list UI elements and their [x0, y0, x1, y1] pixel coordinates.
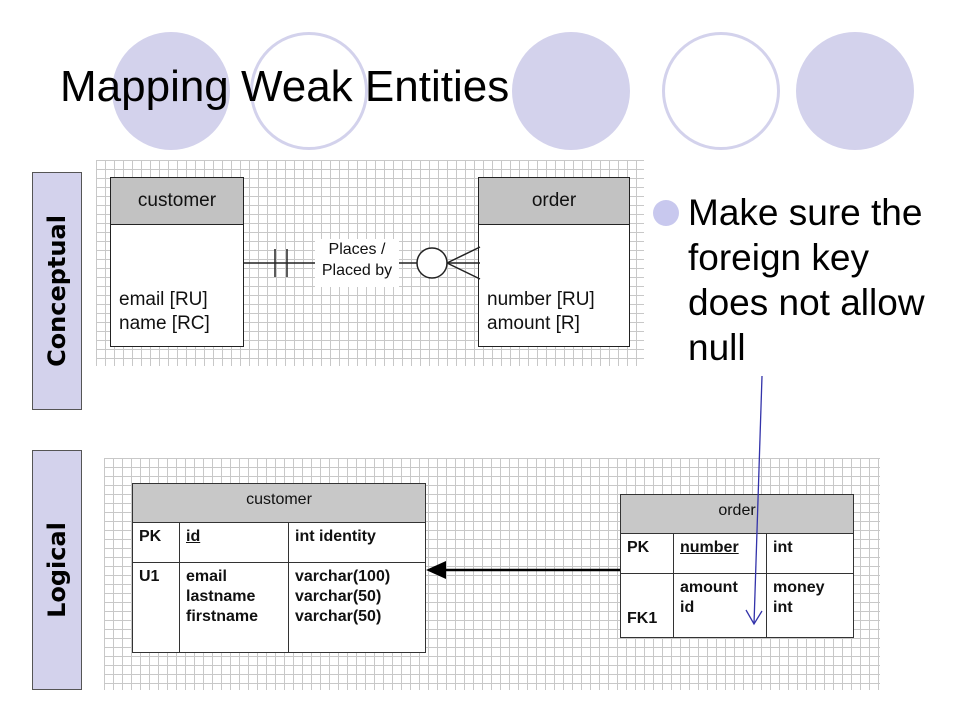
relationship-label-2: Placed by [321, 262, 393, 279]
logical-order-header: order [620, 494, 854, 534]
order-attr-amount: amount [R] [487, 313, 580, 334]
decor-circle-3 [512, 32, 630, 150]
cust-type-email: varchar(100) [295, 568, 391, 585]
logical-label-text: Logical [43, 522, 71, 618]
decor-circle-5 [796, 32, 914, 150]
cust-u1-cols: email lastname firstname [179, 562, 289, 653]
conceptual-customer-entity: customer [110, 177, 244, 347]
order-fk-key: FK1 [620, 573, 674, 638]
cust-pk-type: int identity [288, 522, 426, 563]
order-fk-cols: amount id [673, 573, 767, 638]
relationship-label-1: Places / [328, 241, 386, 258]
cust-type-firstname: varchar(50) [295, 608, 382, 625]
order-fk1-text: FK1 [627, 610, 658, 627]
order-col-amount: amount [680, 579, 738, 596]
logical-customer-header: customer [132, 483, 426, 523]
cust-u1-types: varchar(100) varchar(50) varchar(50) [288, 562, 426, 653]
decor-circle-4 [662, 32, 780, 150]
cust-col-email: email [186, 568, 227, 585]
annotation-arrow [745, 375, 763, 626]
logical-customer-table: customer PK id int identity U1 email las… [132, 483, 426, 653]
order-col-id: id [680, 599, 695, 616]
cust-u1-key: U1 [132, 562, 180, 653]
cust-pk-key: PK [132, 522, 180, 563]
conceptual-order-header: order [479, 178, 629, 225]
logical-order-table: order PK number int FK1 amount id money … [620, 494, 854, 638]
conceptual-label-text: Conceptual [43, 215, 71, 367]
order-col-number: number [680, 539, 739, 556]
decor-circle-2 [250, 32, 368, 150]
slide-title: Mapping Weak Entities [60, 62, 510, 111]
customer-attr-name: name [RC] [119, 313, 210, 334]
bullet-icon [653, 200, 679, 226]
fk-relationship-arrow [426, 561, 620, 579]
order-type-amount: money [773, 579, 825, 596]
order-attr-number: number [RU] [487, 289, 595, 310]
order-pk-key: PK [620, 533, 674, 574]
customer-attr-email: email [RU] [119, 289, 208, 310]
cust-col-firstname: firstname [186, 608, 259, 625]
cust-type-lastname: varchar(50) [295, 588, 382, 605]
decor-circle-1 [112, 32, 230, 150]
conceptual-label: Conceptual [32, 172, 82, 410]
order-pk-type: int [766, 533, 854, 574]
relationship-connector [244, 239, 481, 287]
cust-pk-col: id [179, 522, 289, 563]
cust-col-id: id [186, 528, 201, 545]
order-fk-types: money int [766, 573, 854, 638]
conceptual-customer-header: customer [111, 178, 243, 225]
conceptual-order-entity: order [478, 177, 630, 347]
cust-col-lastname: lastname [186, 588, 256, 605]
order-type-id: int [773, 599, 793, 616]
bullet-text: Make sure the foreign key does not allow… [688, 192, 925, 368]
logical-label: Logical [32, 450, 82, 690]
order-pk-col: number [673, 533, 767, 574]
